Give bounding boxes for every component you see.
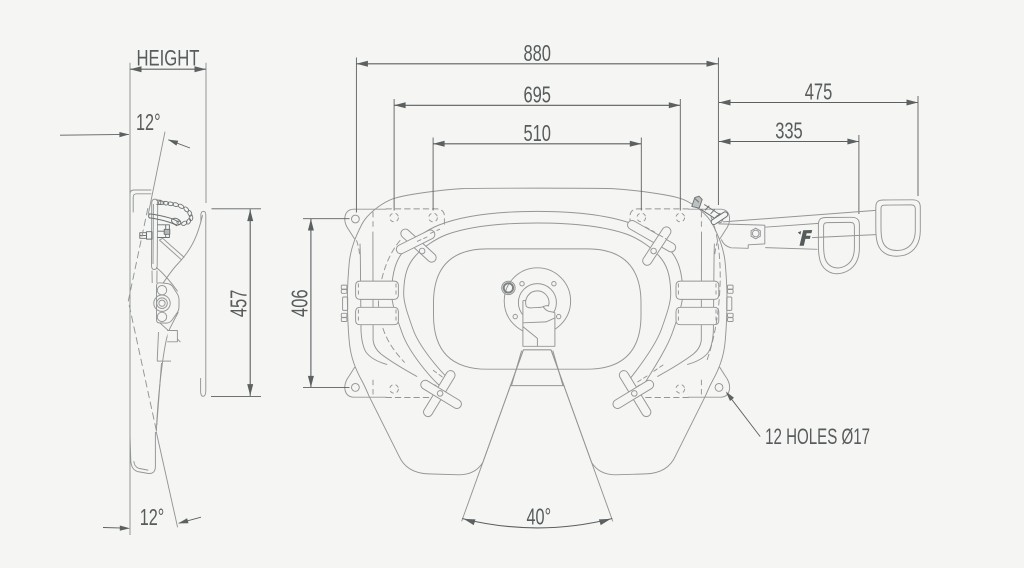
svg-text:695: 695 (523, 81, 551, 107)
svg-text:12°: 12° (140, 504, 165, 530)
svg-text:510: 510 (523, 120, 551, 146)
svg-text:880: 880 (523, 40, 551, 66)
svg-text:12°: 12° (136, 109, 161, 135)
svg-text:335: 335 (775, 118, 803, 144)
svg-text:475: 475 (805, 79, 833, 105)
svg-text:406: 406 (286, 289, 312, 317)
svg-text:HEIGHT: HEIGHT (137, 45, 200, 70)
svg-text:12 HOLES Ø17: 12 HOLES Ø17 (765, 424, 870, 449)
svg-text:457: 457 (226, 290, 252, 318)
svg-text:40°: 40° (527, 504, 552, 530)
